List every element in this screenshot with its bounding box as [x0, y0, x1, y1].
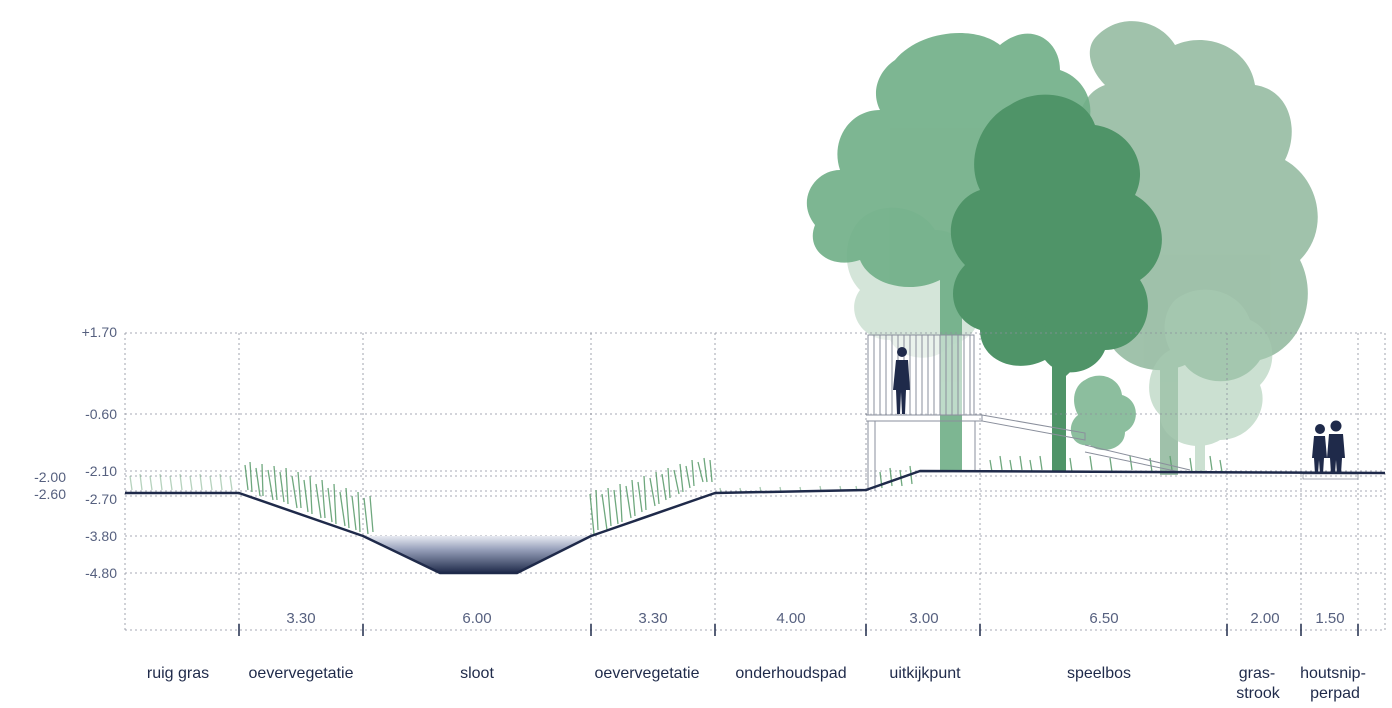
- tree-silhouette-icon: [1070, 375, 1136, 451]
- zone-label-speelbos: speelbos: [1067, 665, 1131, 682]
- zone-label-grasstrook-1: gras-: [1239, 665, 1275, 682]
- level-labels: +1.70 -0.60 -2.10 -2.00 -2.60 -2.70 -3.8…: [34, 324, 117, 581]
- width-label: 6.50: [1089, 610, 1118, 627]
- zone-label-ruig-gras: ruig gras: [147, 665, 209, 682]
- level-label: -2.70: [85, 491, 117, 507]
- width-label: 6.00: [462, 610, 491, 627]
- level-label: -0.60: [85, 406, 117, 422]
- width-label: 3.30: [286, 610, 315, 627]
- zone-label-onderhoudspad: onderhoudspad: [735, 665, 846, 682]
- zone-label-uitkijkpunt: uitkijkpunt: [889, 665, 961, 682]
- level-label: -4.80: [85, 565, 117, 581]
- width-label: 1.50: [1315, 610, 1344, 627]
- ditch-water: [363, 536, 591, 573]
- zone-label-oevervegetatie-left: oevervegetatie: [249, 665, 354, 682]
- zone-labels: ruig gras oevervegetatie sloot oevervege…: [147, 665, 1366, 702]
- level-label: -2.10: [85, 463, 117, 479]
- zone-label-houtsnippad-1: houtsnip-: [1300, 665, 1366, 682]
- zone-label-oevervegetatie-right: oevervegetatie: [595, 665, 700, 682]
- trees: [806, 21, 1318, 475]
- width-label: 3.00: [909, 610, 938, 627]
- dimension-line: [125, 624, 1385, 636]
- person-silhouette-icon: [1312, 424, 1327, 474]
- person-silhouette-icon: [1327, 420, 1345, 474]
- level-label: -2.60: [34, 486, 66, 502]
- lookout-structure: [866, 334, 1191, 491]
- zone-label-grasstrook-2: strook: [1236, 685, 1281, 702]
- person-silhouette-icon: [893, 347, 910, 414]
- zone-label-houtsnippad-2: perpad: [1310, 685, 1360, 702]
- zone-label-sloot: sloot: [460, 665, 494, 682]
- width-label: 2.00: [1250, 610, 1279, 627]
- width-labels: 3.30 6.00 3.30 4.00 3.00 6.50 2.00 1.50: [286, 610, 1344, 627]
- width-label: 3.30: [638, 610, 667, 627]
- level-label: -2.00: [34, 469, 66, 485]
- ground-line: [125, 469, 1386, 575]
- width-label: 4.00: [776, 610, 805, 627]
- tree-silhouette-icon: [1149, 289, 1273, 472]
- reed-icon: [129, 455, 1223, 535]
- level-label: -3.80: [85, 528, 117, 544]
- level-label: +1.70: [82, 324, 118, 340]
- path-surface: [1302, 473, 1359, 480]
